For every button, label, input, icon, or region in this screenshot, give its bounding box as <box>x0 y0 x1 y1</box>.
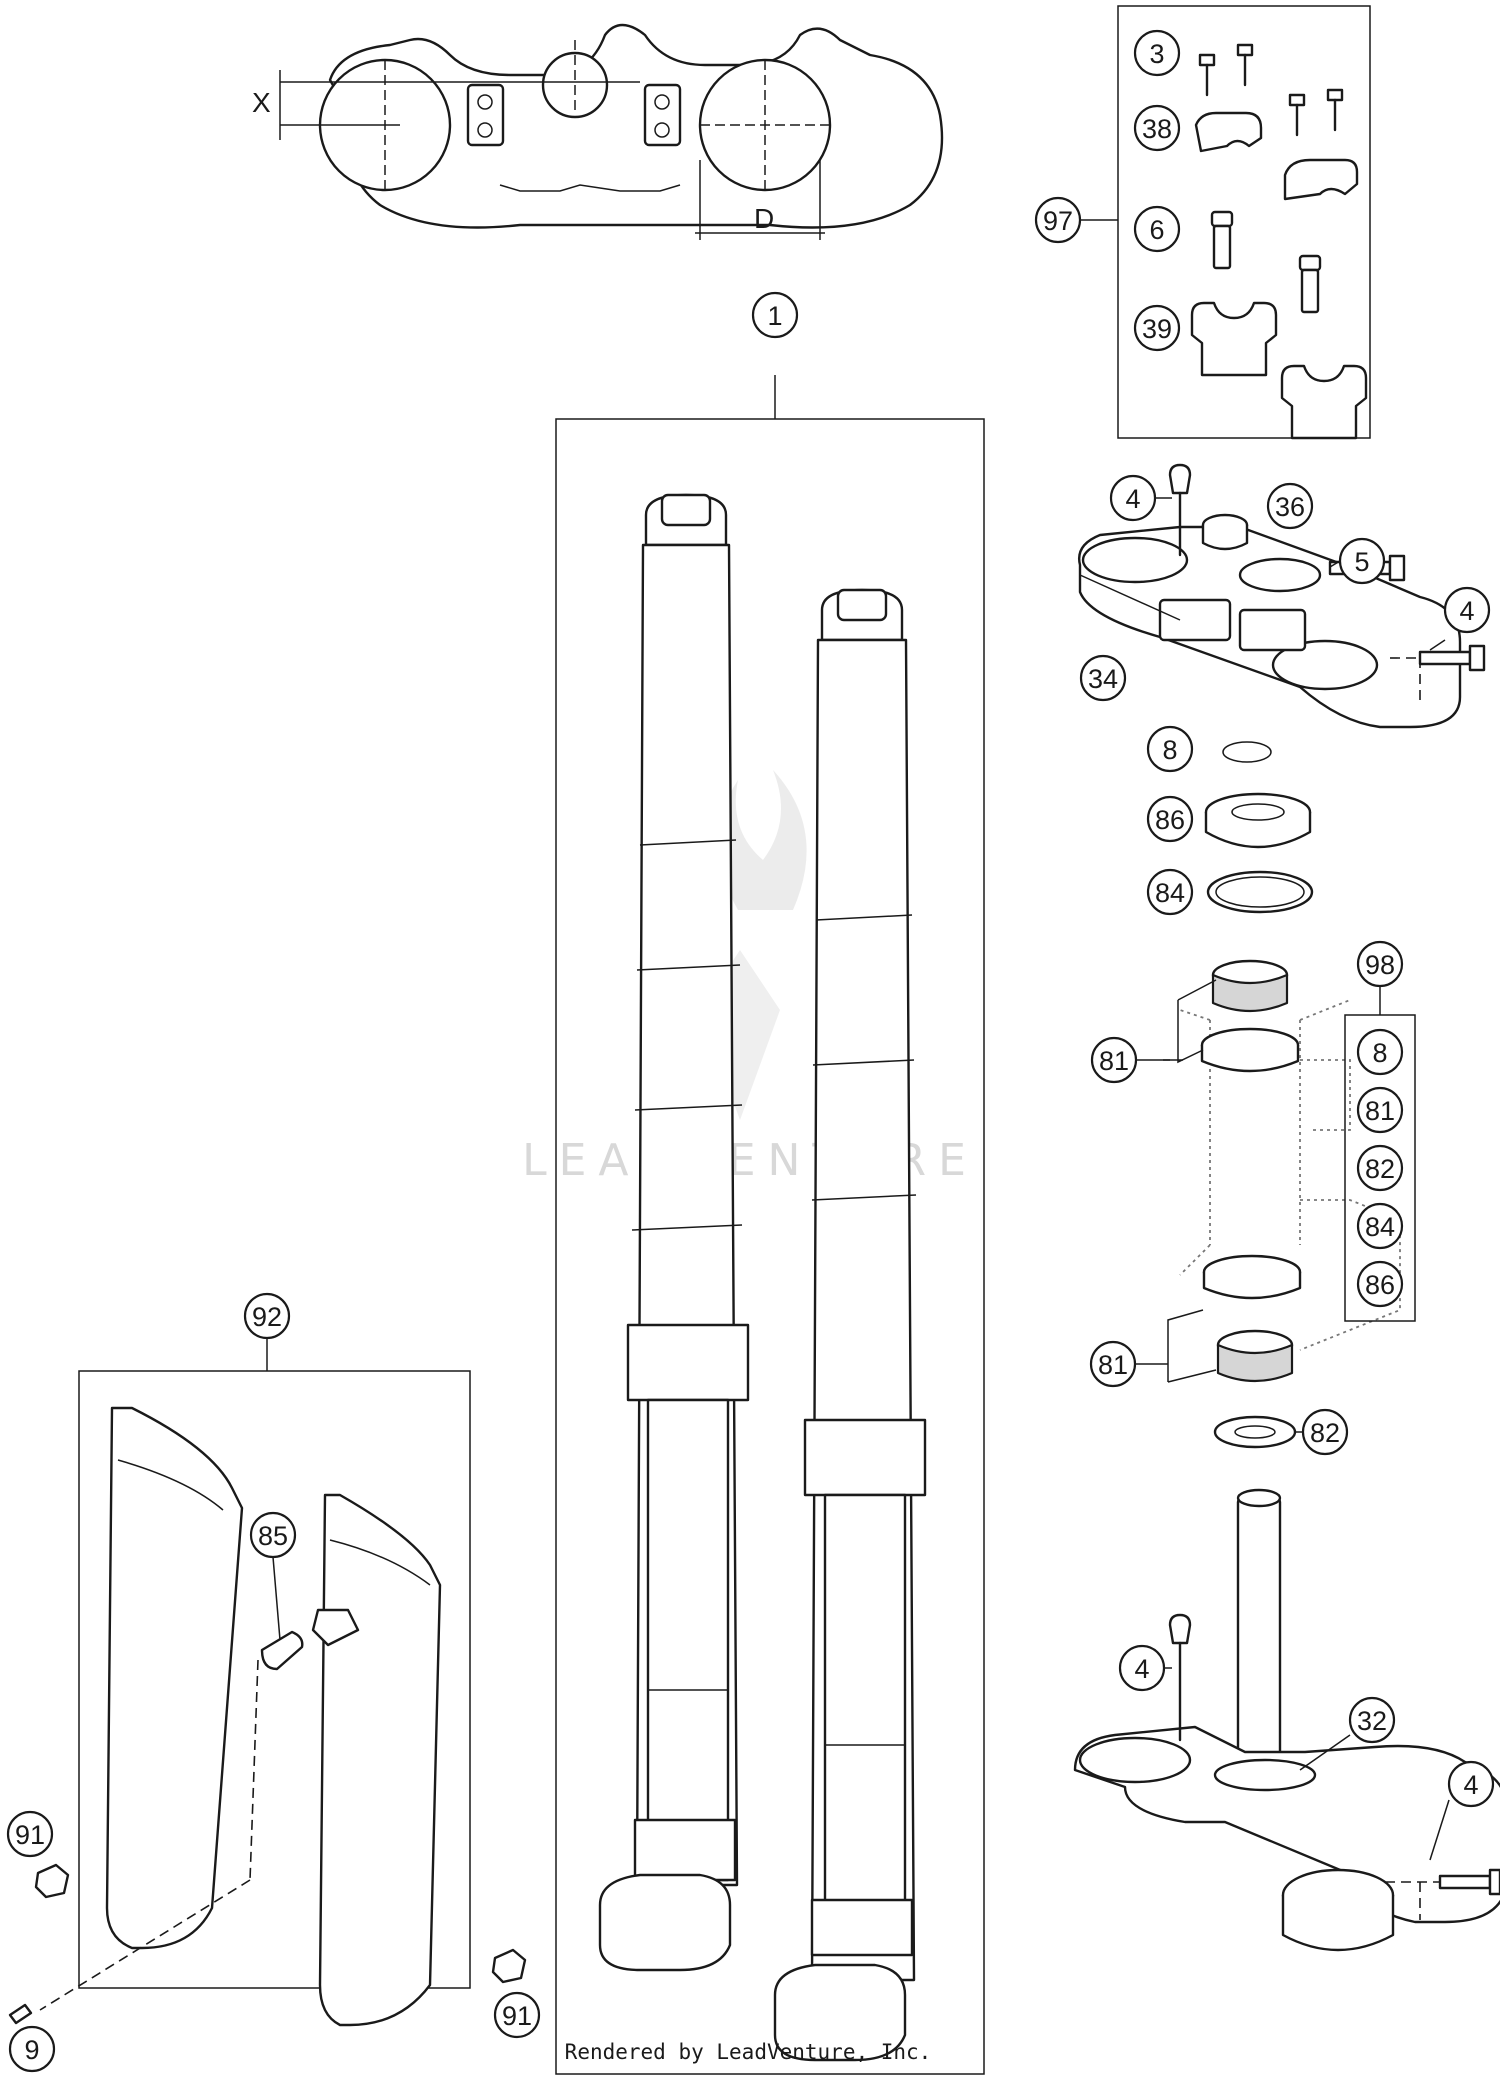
callout-1: 1 <box>751 291 799 339</box>
callout-6: 6 <box>1133 205 1181 253</box>
steering-bearings <box>1163 959 1401 1449</box>
callout-38: 38 <box>1133 104 1181 152</box>
svg-text:39: 39 <box>1142 314 1172 344</box>
callout-3: 3 <box>1133 29 1181 77</box>
svg-text:82: 82 <box>1365 1154 1395 1184</box>
dimension-x-label: X <box>252 87 271 118</box>
callout-36: 36 <box>1266 482 1314 530</box>
callout-4-bottom: 4 <box>1118 1644 1166 1692</box>
callout-82: 82 <box>1301 1408 1349 1456</box>
svg-text:81: 81 <box>1098 1350 1128 1380</box>
callout-84: 84 <box>1146 868 1194 916</box>
svg-text:84: 84 <box>1365 1212 1395 1242</box>
svg-text:34: 34 <box>1088 664 1118 694</box>
svg-text:38: 38 <box>1142 114 1172 144</box>
callout-39: 39 <box>1133 304 1181 352</box>
svg-text:97: 97 <box>1043 206 1073 236</box>
svg-text:8: 8 <box>1162 735 1177 765</box>
triple-clamp-dimension-view <box>279 23 944 240</box>
callout-98: 98 <box>1356 940 1404 988</box>
leader-lines <box>272 219 1450 1861</box>
callout-4-top: 4 <box>1109 474 1157 522</box>
kit-item-82: 82 <box>1356 1144 1404 1192</box>
svg-text:32: 32 <box>1357 1706 1387 1736</box>
callout-92: 92 <box>243 1292 291 1340</box>
dimension-d-label: D <box>754 203 774 234</box>
callout-32: 32 <box>1348 1696 1396 1744</box>
svg-text:4: 4 <box>1125 484 1140 514</box>
svg-text:3: 3 <box>1149 39 1164 69</box>
svg-text:85: 85 <box>258 1521 288 1551</box>
svg-text:84: 84 <box>1155 878 1185 908</box>
svg-text:91: 91 <box>15 1820 45 1850</box>
callout-8: 8 <box>1146 725 1194 773</box>
kit-item-86: 86 <box>1356 1260 1404 1308</box>
svg-text:9: 9 <box>24 2035 39 2065</box>
svg-text:98: 98 <box>1365 950 1395 980</box>
callout-5: 5 <box>1338 537 1386 585</box>
callout-86: 86 <box>1146 795 1194 843</box>
svg-text:81: 81 <box>1365 1096 1395 1126</box>
fork-guards <box>8 1338 527 2027</box>
svg-text:4: 4 <box>1459 596 1474 626</box>
upper-triple-clamp <box>1078 463 1486 914</box>
callout-91-right: 91 <box>493 1991 541 2039</box>
svg-text:86: 86 <box>1365 1270 1395 1300</box>
callout-81-lower: 81 <box>1089 1340 1137 1388</box>
svg-text:86: 86 <box>1155 805 1185 835</box>
render-credit: Rendered by LeadVenture, Inc. <box>565 2040 932 2064</box>
callout-34: 34 <box>1079 654 1127 702</box>
svg-text:81: 81 <box>1099 1046 1129 1076</box>
svg-text:36: 36 <box>1275 492 1305 522</box>
svg-text:4: 4 <box>1134 1654 1149 1684</box>
callout-4-right-bottom: 4 <box>1447 1760 1495 1808</box>
svg-text:4: 4 <box>1463 1770 1478 1800</box>
svg-text:92: 92 <box>252 1302 282 1332</box>
callout-91-left: 91 <box>6 1810 54 1858</box>
svg-text:5: 5 <box>1354 547 1369 577</box>
callout-81-upper: 81 <box>1090 1036 1138 1084</box>
svg-text:82: 82 <box>1310 1418 1340 1448</box>
svg-text:6: 6 <box>1149 215 1164 245</box>
svg-text:91: 91 <box>502 2001 532 2031</box>
kit-item-81: 81 <box>1356 1086 1404 1134</box>
clamp-kit-box <box>1082 5 1371 440</box>
callout-85: 85 <box>249 1511 297 1559</box>
callout-97: 97 <box>1034 196 1082 244</box>
callout-4-right-top: 4 <box>1443 586 1491 634</box>
fork-legs <box>555 375 985 2075</box>
kit-item-84: 84 <box>1356 1202 1404 1250</box>
svg-text:1: 1 <box>767 301 782 331</box>
callout-9: 9 <box>8 2025 56 2073</box>
svg-text:8: 8 <box>1372 1038 1387 1068</box>
lower-triple-clamp <box>1073 1488 1500 1952</box>
kit-item-8: 8 <box>1356 1028 1404 1076</box>
